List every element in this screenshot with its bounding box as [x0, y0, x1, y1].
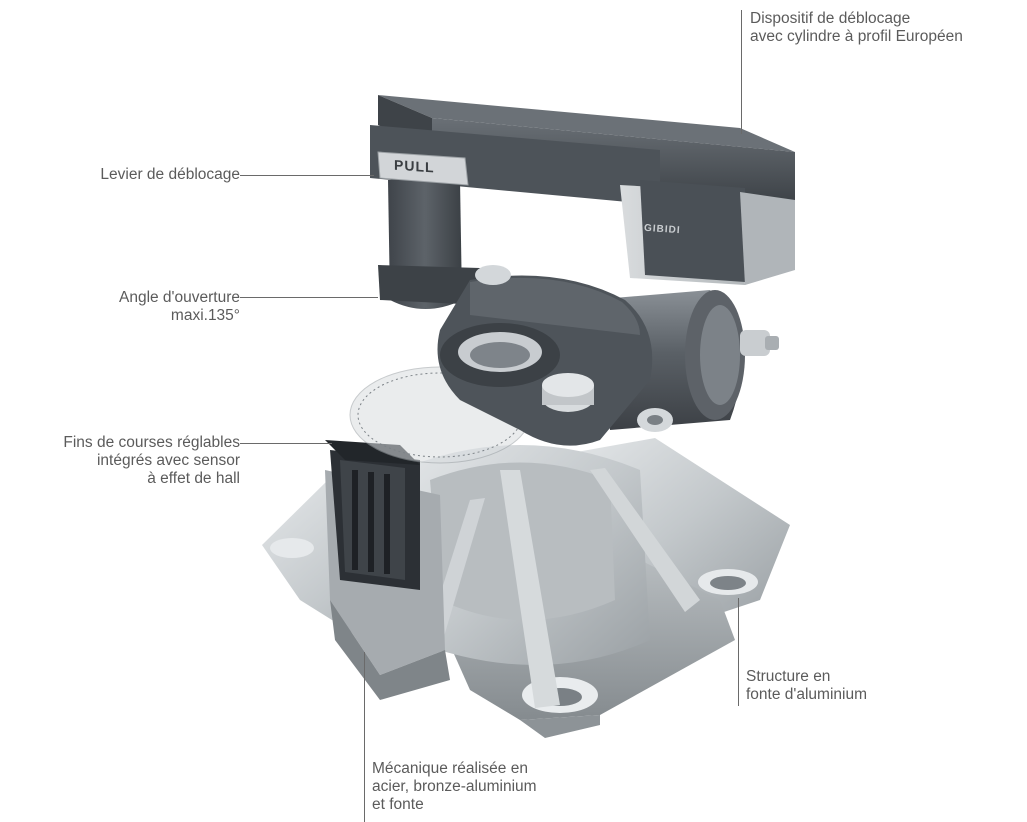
label-opening-angle: Angle d'ouverture maxi.135° — [119, 289, 240, 325]
label-mechanics: Mécanique réalisée en acier, bronze-alum… — [372, 760, 537, 814]
label-mechanics-line-1: Mécanique réalisée en — [372, 760, 528, 777]
limit-switch-block — [325, 440, 420, 590]
label-opening-angle-line-2: maxi.135° — [170, 307, 240, 324]
pull-marking: PULL — [394, 156, 435, 176]
label-structure-line-2: fonte d'aluminium — [746, 686, 867, 703]
label-unlock-device-line-2: avec cylindre à profil Européen — [750, 28, 963, 45]
unlock-device-bracket — [370, 95, 795, 309]
label-limit-switches-line-3: à effet de hall — [147, 470, 240, 487]
label-unlock-lever: Levier de déblocage — [100, 166, 240, 184]
opening-arm — [437, 265, 653, 446]
label-opening-angle-line-1: Angle d'ouverture — [118, 289, 240, 306]
label-structure: Structure en fonte d'aluminium — [746, 668, 867, 704]
leader-opening-angle — [240, 297, 378, 298]
leader-unlock-lever — [240, 175, 374, 176]
label-limit-switches: Fins de courses réglables intégrés avec … — [63, 434, 240, 488]
label-unlock-lever-line-1: Levier de déblocage — [100, 166, 240, 183]
leader-structure — [738, 598, 739, 706]
label-limit-switches-line-2: intégrés avec sensor — [96, 452, 240, 469]
label-limit-switches-line-1: Fins de courses réglables — [63, 434, 240, 451]
label-structure-line-1: Structure en — [746, 668, 831, 685]
leader-limit-switches — [240, 443, 332, 444]
leader-unlock-device — [741, 10, 742, 134]
label-unlock-device: Dispositif de déblocage avec cylindre à … — [750, 10, 963, 46]
label-unlock-device-line-1: Dispositif de déblocage — [750, 10, 911, 27]
leader-mechanics — [364, 652, 365, 822]
label-mechanics-line-3: et fonte — [372, 796, 424, 813]
label-mechanics-line-2: acier, bronze-aluminium — [372, 778, 537, 795]
